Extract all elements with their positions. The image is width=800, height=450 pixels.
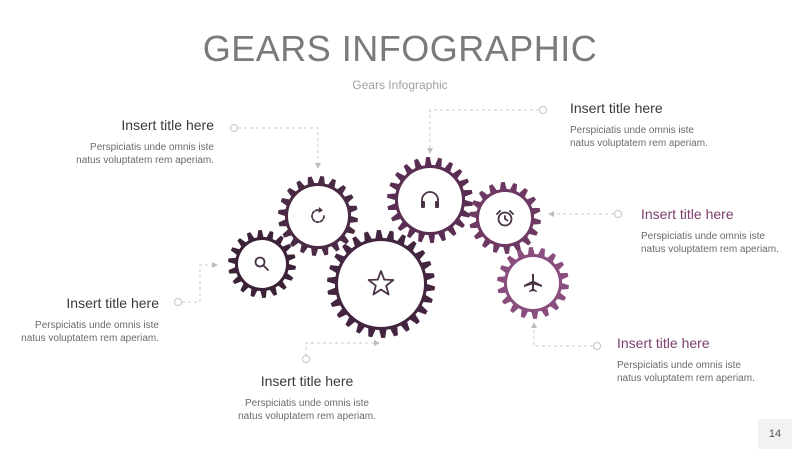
arrow-head [374,340,380,346]
arrow-head [531,322,537,328]
gear [228,230,296,298]
gear [469,182,541,254]
connector-dot [230,124,238,132]
info-title: Insert title here [121,117,214,133]
info-title: Insert title here [570,100,663,116]
arrow-head [548,211,554,217]
connector-dot [614,210,622,218]
info-title: Insert title here [260,373,354,389]
headphones-icon [421,191,439,208]
connector-dot [302,355,310,363]
info-title: Insert title here [617,335,710,351]
connector-dot [593,342,601,350]
info-block-bottom-center: Insert title here Perspiciatis unde omni… [232,373,382,423]
connector-line [533,326,593,347]
refresh-icon [311,207,325,223]
page-subtitle: Gears Infographic [352,78,448,92]
airplane-icon [524,274,542,292]
gear-center [238,240,286,288]
gear-center [398,168,462,232]
page-number: 14 [768,428,782,440]
page-title: GEARS INFOGRAPHIC [202,28,598,69]
info-text: Perspiciatis unde omnis iste natus volup… [570,125,708,149]
info-text: Perspiciatis unde omnis iste natus volup… [238,398,376,422]
connector-dot [174,298,182,306]
info-block-right: Insert title here Perspiciatis unde omni… [641,206,791,256]
connector-line [238,127,319,165]
connector-line [305,342,376,356]
gear-center [338,241,424,327]
gear [387,157,473,243]
gear [327,230,435,338]
info-text: Perspiciatis unde omnis iste natus volup… [641,231,779,255]
connector-line [182,264,214,303]
info-block-bottom-right: Insert title here Perspiciatis unde omni… [617,335,767,385]
page-number-box: 14 [758,419,792,449]
search-icon [254,256,269,271]
info-block-top-right: Insert title here Perspiciatis unde omni… [570,100,720,150]
star-icon [367,270,395,296]
alarm-clock-icon [496,210,514,227]
arrow-head [212,262,218,268]
connector-dot [539,106,547,114]
connector-line [429,109,539,150]
info-block-top-left: Insert title here Perspiciatis unde omni… [64,117,214,167]
info-text: Perspiciatis unde omnis iste natus volup… [21,320,159,344]
info-title: Insert title here [641,206,734,222]
arrow-head [315,163,321,169]
info-title: Insert title here [66,295,159,311]
gear-center [288,186,348,246]
arrow-head [427,148,433,154]
info-text: Perspiciatis unde omnis iste natus volup… [76,142,214,166]
gear [497,247,569,319]
gear [278,176,358,256]
info-text: Perspiciatis unde omnis iste natus volup… [617,360,755,384]
info-block-left: Insert title here Perspiciatis unde omni… [9,295,159,345]
